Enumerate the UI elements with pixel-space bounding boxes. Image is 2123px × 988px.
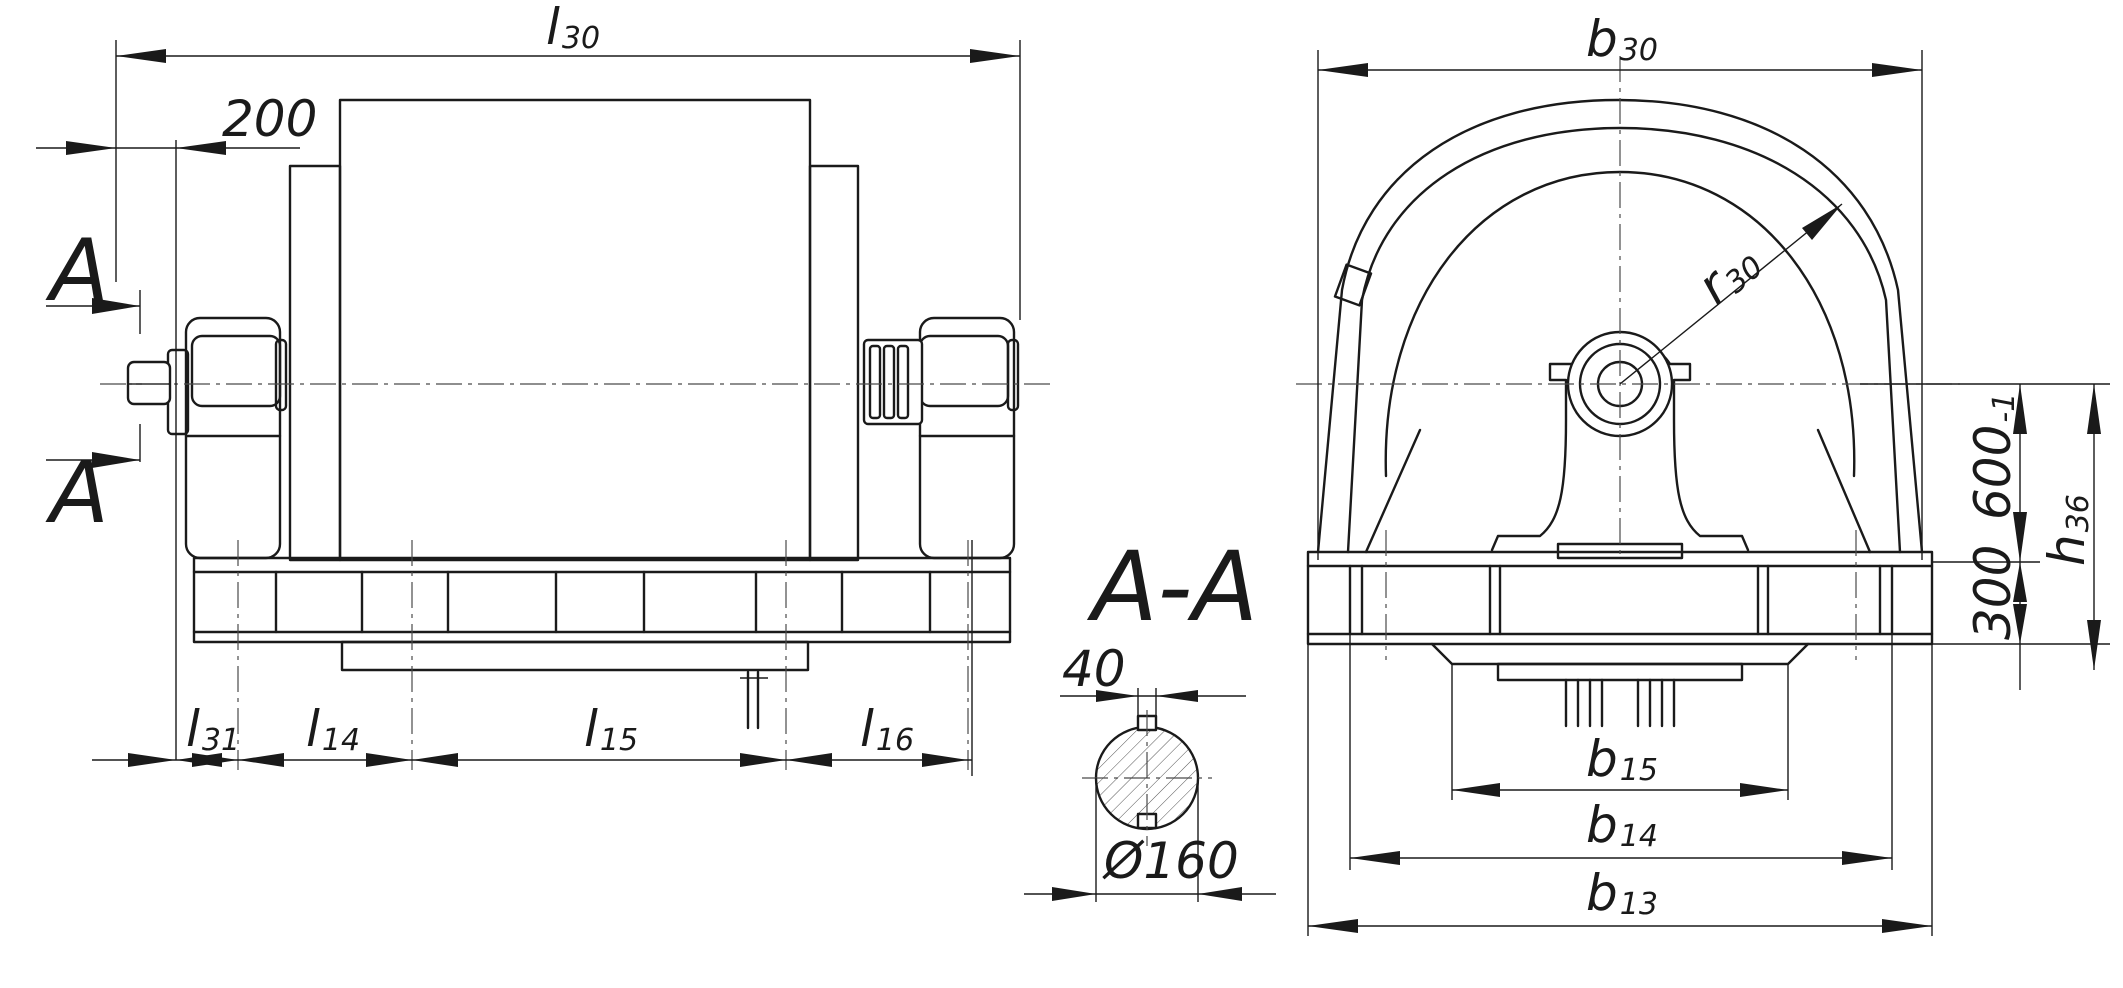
svg-text:l16: l16 [860,700,914,758]
section-title: A-A [1086,531,1258,643]
label-l15: l [584,700,598,758]
svg-text:h36: h36 [2038,494,2096,566]
svg-text:b13: b13 [1586,864,1658,922]
label-b30: b [1586,10,1618,68]
outer-guard [1316,98,1924,554]
svg-text:l14: l14 [306,700,360,758]
label-600: 600 [1964,425,2022,520]
svg-text:600-1: 600-1 [1964,393,2022,520]
label-h36-sub: 36 [2061,494,2096,532]
section-a-a: A-A 40 Ø160 [1024,531,1276,902]
label-l16: l [860,700,874,758]
svg-text:b15: b15 [1586,730,1658,788]
anchor-bolts [1564,678,1676,728]
front-view: b30 r30 600-1 300 h36 b15 b14 [1296,10,2110,936]
svg-text:r30: r30 [1686,232,1770,315]
shaft-stub [126,360,172,406]
label-b15: b [1586,730,1618,788]
label-key-width: 40 [1062,640,1126,698]
label-l14-sub: 14 [322,723,360,758]
label-l14: l [306,700,320,758]
label-300: 300 [1964,545,2022,640]
drum-side-plate-right [808,164,860,562]
cut-marker-top: A [45,221,109,321]
coupling-discs [862,338,924,426]
label-l31-sub: 31 [202,723,240,758]
label-diameter: Ø160 [1102,832,1239,890]
left-bearing-housing [166,316,288,560]
label-200: 200 [222,90,317,148]
label-l30: l [546,0,560,56]
side-view: l30 200 A A l31 l14 l15 l16 [36,0,1050,776]
label-b14: b [1586,796,1618,854]
label-b13-sub: 13 [1620,887,1658,922]
label-l31: l [186,700,200,758]
label-l30-sub: 30 [562,21,600,56]
label-600-sub: -1 [1987,393,2022,423]
drum-side-plate-left [288,164,342,562]
drum [338,98,812,562]
svg-text:l30: l30 [546,0,600,56]
svg-text:l31: l31 [186,700,240,758]
svg-text:l15: l15 [584,700,638,758]
label-l15-sub: 15 [600,723,638,758]
label-b15-sub: 15 [1620,753,1658,788]
label-b13: b [1586,864,1618,922]
label-b14-sub: 14 [1620,819,1658,854]
svg-text:b14: b14 [1586,796,1658,854]
right-bearing-housing [918,316,1020,560]
label-h36: h [2038,534,2096,566]
label-b30-sub: 30 [1620,33,1658,68]
front-base-frame [1306,550,1934,646]
cut-marker-bottom: A [45,443,109,543]
base-frame [192,556,1012,644]
svg-text:b30: b30 [1586,10,1658,68]
label-l16-sub: 16 [876,723,914,758]
